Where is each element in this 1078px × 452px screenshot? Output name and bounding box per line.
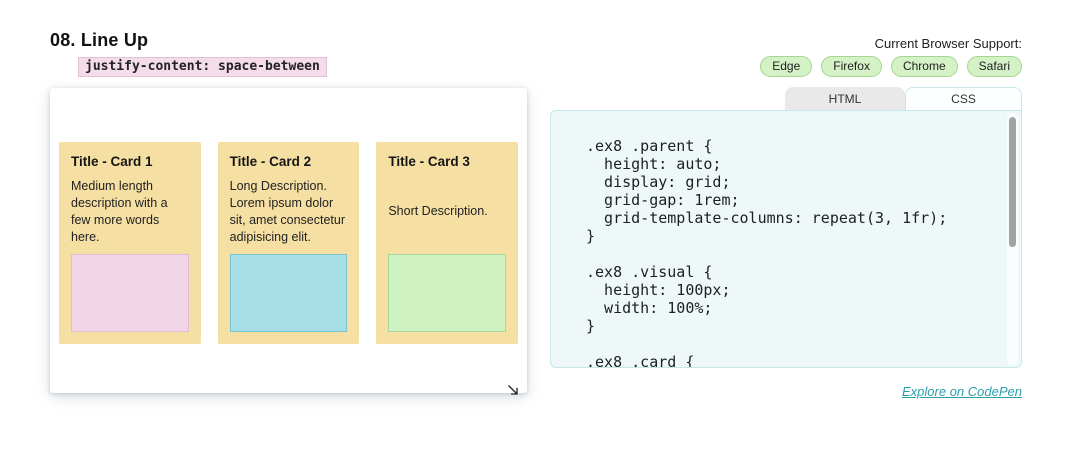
card-2: Title - Card 2 Long Description. Lorem i… [217, 142, 360, 344]
badge-firefox: Firefox [821, 56, 882, 77]
browser-support-badges: Edge Firefox Chrome Safari [760, 56, 1022, 77]
card-1: Title - Card 1 Medium length description… [59, 142, 201, 344]
card-visual-pink [71, 254, 189, 332]
card-description: Short Description. [388, 204, 488, 218]
scrollbar-track[interactable] [1007, 113, 1018, 365]
explore-codepen-link[interactable]: Explore on CodePen [902, 384, 1022, 399]
badge-chrome: Chrome [890, 56, 958, 77]
card-grid: Title - Card 1 Medium length description… [59, 142, 518, 344]
badge-safari: Safari [966, 56, 1022, 77]
browser-support-label: Current Browser Support: [874, 36, 1022, 51]
page-title: 08. Line Up [50, 30, 149, 50]
property-snippet: justify-content: space-between [78, 57, 327, 77]
code-panel: .ex8 .parent { height: auto; display: gr… [550, 110, 1022, 368]
scrollbar-thumb[interactable] [1009, 117, 1016, 247]
badge-edge: Edge [760, 56, 813, 77]
card-title: Title - Card 2 [229, 154, 312, 169]
card-title: Title - Card 1 [71, 154, 153, 169]
demo-container: Title - Card 1 Medium length description… [50, 88, 527, 393]
card-description: Medium length description with a few mor… [71, 178, 168, 244]
card-description: Long Description. Lorem ipsum dolor sit,… [229, 178, 345, 244]
card-visual-green [388, 254, 506, 332]
tab-css[interactable]: CSS [905, 87, 1022, 110]
css-code-block: .ex8 .parent { height: auto; display: gr… [586, 137, 948, 368]
card-3: Title - Card 3 Short Description. [376, 142, 518, 344]
tab-html[interactable]: HTML [785, 87, 905, 110]
resize-cursor-icon [507, 384, 519, 396]
code-tab-bar: HTML CSS [550, 87, 1022, 110]
card-title: Title - Card 3 [388, 154, 470, 169]
card-visual-teal [229, 254, 348, 332]
